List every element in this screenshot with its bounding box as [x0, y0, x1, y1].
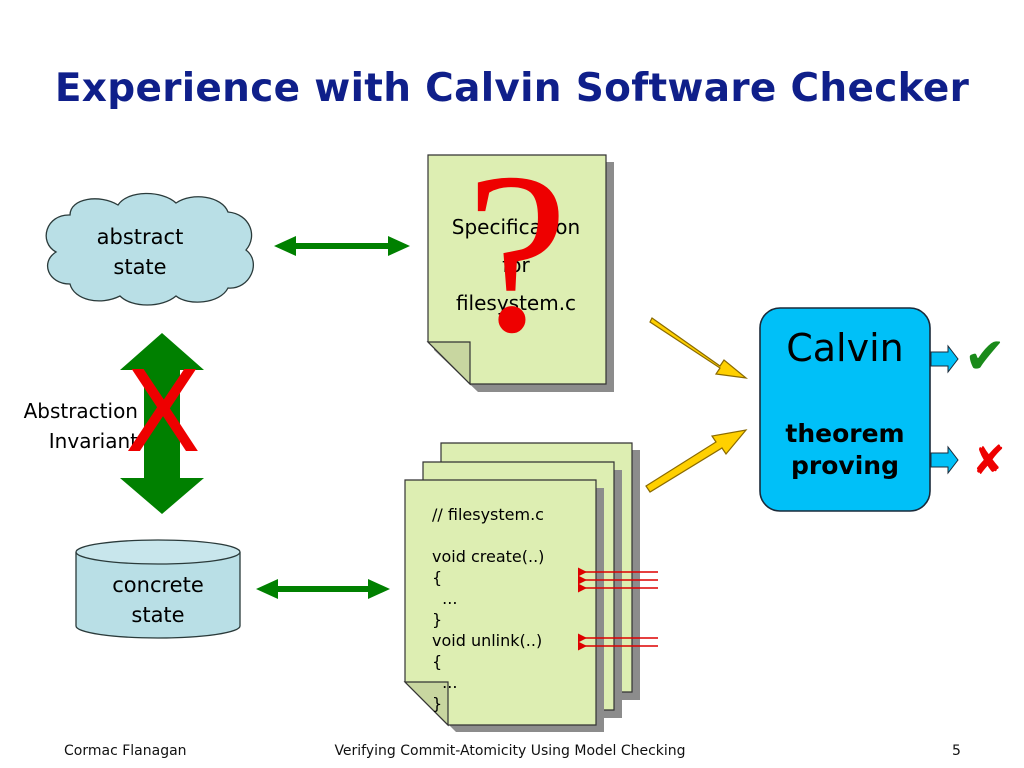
abstract-state-label: abstract state: [80, 222, 200, 282]
concrete-code-arrow: [256, 579, 390, 599]
abstraction-invariant-line1: Abstraction: [23, 399, 138, 423]
spec-document: [426, 154, 614, 392]
footer-page-number: 5: [952, 743, 961, 759]
code-line: }: [432, 610, 443, 629]
spec-to-calvin-arrow: [649, 317, 749, 379]
code-line: ...: [432, 673, 458, 692]
code-line: {: [432, 652, 443, 671]
calvin-subtitle-line2: proving: [791, 451, 899, 480]
abstraction-invariant-label: Abstraction Invariant: [4, 396, 138, 456]
fail-output-arrow: [930, 445, 959, 475]
concrete-state-line2: state: [131, 603, 185, 627]
abstraction-invariant-line2: Invariant: [48, 429, 138, 453]
spec-question-mark: ?: [465, 125, 569, 380]
concrete-state-line1: concrete: [112, 573, 204, 597]
code-line: }: [432, 694, 443, 713]
red-check-arrows: [578, 567, 658, 651]
fail-cross-icon: ✘: [972, 438, 1006, 484]
pass-output-arrow: [930, 344, 959, 374]
invariant-cross-mark: X: [124, 348, 202, 478]
footer-author: Cormac Flanagan: [64, 743, 187, 759]
calvin-name: Calvin: [786, 326, 904, 370]
abstract-state-line1: abstract: [96, 225, 184, 249]
spec-doc-line2: for: [502, 253, 530, 277]
code-doc-body: void create(..) { ... } void unlink(..) …: [432, 546, 544, 714]
code-to-calvin-arrow: [645, 429, 748, 493]
abstract-spec-arrow: [274, 236, 410, 256]
abstract-state-cloud: [45, 192, 254, 306]
calvin-subtitle: theorem proving: [760, 418, 930, 482]
concrete-state-label: concrete state: [96, 570, 220, 630]
spec-doc-line1: Specification: [451, 215, 581, 239]
calvin-subtitle-line1: theorem: [785, 419, 905, 448]
code-line: void create(..): [432, 547, 545, 566]
calvin-box: [759, 307, 931, 512]
slide-title: Experience with Calvin Software Checker: [54, 66, 970, 111]
pass-check-icon: ✔: [964, 327, 1006, 385]
concrete-state-cylinder: [75, 539, 241, 639]
spec-doc-line3: filesystem.c: [455, 291, 577, 315]
footer-talk-title: Verifying Commit-Atomicity Using Model C…: [334, 743, 686, 759]
code-line: void unlink(..): [432, 631, 543, 650]
code-doc-comment: // filesystem.c: [432, 505, 544, 524]
abstract-state-line2: state: [113, 255, 167, 279]
code-line: {: [432, 568, 443, 587]
code-line: ...: [432, 589, 458, 608]
code-document-stack: [403, 442, 640, 732]
abstraction-double-arrow: [120, 333, 204, 514]
spec-doc-text: Specification for filesystem.c: [432, 208, 600, 322]
